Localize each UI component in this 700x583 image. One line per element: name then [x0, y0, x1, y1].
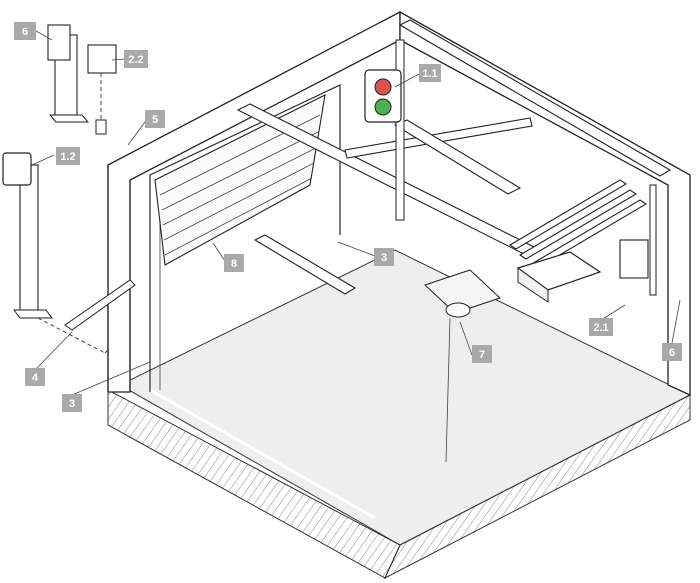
- callout-5: 5: [145, 110, 165, 128]
- callout-label: 7: [479, 349, 485, 361]
- key-switch-post: [47, 24, 90, 123]
- callout-label: 3: [381, 252, 387, 264]
- motor-rail: [253, 234, 357, 295]
- callout-label: 3: [69, 398, 75, 410]
- callout-1-1: 1.1: [419, 64, 441, 82]
- callout-leaders: [31, 30, 681, 396]
- ceiling-rail-cross: [344, 117, 533, 159]
- callout-6-right: 6: [662, 343, 682, 361]
- garage-floor: [118, 249, 692, 546]
- red-lamp-icon: [374, 78, 392, 96]
- pull-cord-switch: [424, 269, 501, 463]
- callout-1-2: 1.2: [56, 147, 80, 165]
- wall-ducts: [508, 179, 648, 270]
- control-unit: [619, 239, 649, 279]
- callout-2-2: 2.2: [124, 50, 148, 68]
- wall-track-vertical-right: [649, 184, 657, 296]
- traffic-light: [364, 69, 402, 123]
- callout-4: 4: [25, 368, 45, 386]
- wall-track-top: [398, 19, 672, 177]
- callout-7: 7: [472, 345, 492, 363]
- floor-slab-right-edge: [383, 394, 691, 580]
- callout-label: 1.2: [60, 151, 75, 163]
- callout-3-right: 3: [374, 248, 394, 266]
- callout-8: 8: [224, 254, 244, 272]
- callout-label: 6: [669, 347, 675, 359]
- callout-label: 4: [32, 372, 39, 384]
- callout-3-left: 3: [62, 394, 82, 412]
- wall-track-vertical: [395, 39, 405, 221]
- callout-6-top: 6: [14, 22, 36, 40]
- callout-label: 6: [22, 26, 28, 38]
- callout-label: 1.1: [422, 68, 437, 80]
- green-lamp-icon: [374, 98, 392, 116]
- callout-2-1: 2.1: [589, 318, 613, 336]
- photocell-transmitter: [87, 44, 117, 135]
- callout-label: 2.1: [593, 322, 608, 334]
- callout-label: 5: [152, 114, 158, 126]
- floor-marking-line: [149, 388, 376, 520]
- callout-label: 8: [231, 258, 237, 270]
- photocell-post: [2, 152, 53, 319]
- callout-label: 2.2: [128, 54, 143, 66]
- safety-edge: [64, 279, 136, 331]
